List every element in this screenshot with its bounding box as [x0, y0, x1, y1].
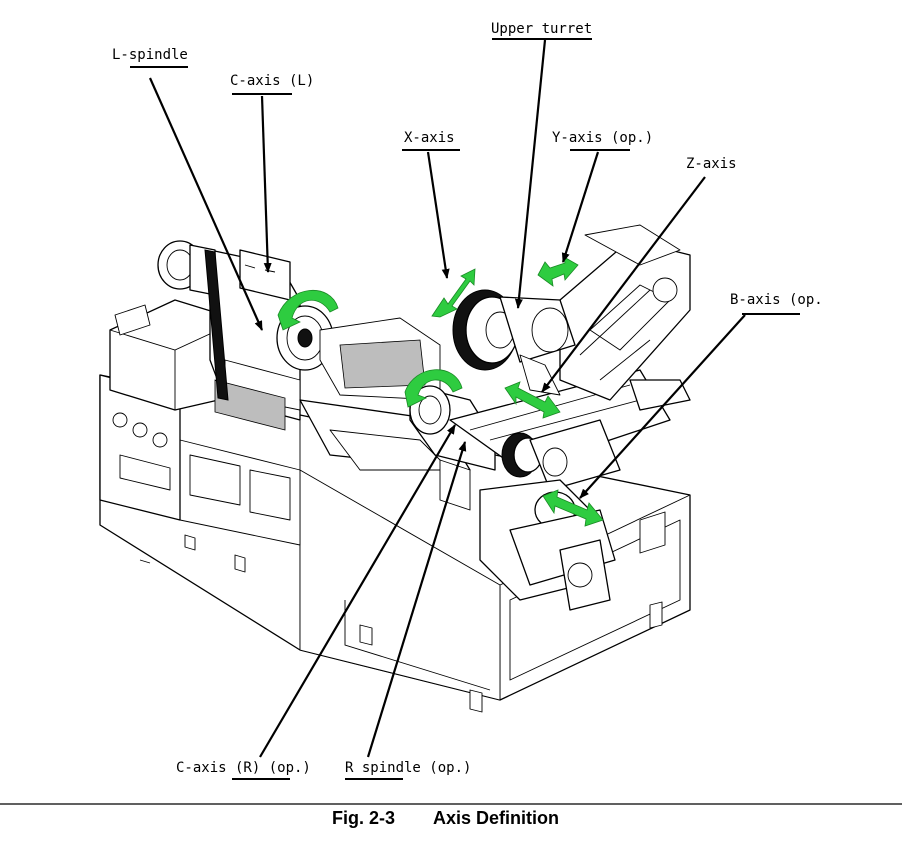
svg-text:Z-axis: Z-axis	[686, 156, 737, 172]
motion-arrows	[277, 256, 604, 527]
label-r-spindle: R spindle (op.)	[345, 760, 471, 780]
leader-x-axis	[426, 151, 450, 279]
leader-upper-turret	[514, 39, 547, 309]
svg-text:L-spindle: L-spindle	[112, 47, 188, 63]
svg-text:B-axis (op.: B-axis (op.	[730, 292, 823, 308]
c-axis-l-rotation-arrow	[277, 290, 339, 331]
label-c-axis-l: C-axis (L)	[230, 73, 314, 95]
b-axis-motion-arrow	[542, 489, 604, 527]
svg-text:Upper turret: Upper turret	[491, 21, 592, 37]
leader-r-spindle	[366, 441, 467, 758]
y-axis-motion-arrow	[537, 256, 579, 287]
label-z-axis: Z-axis	[686, 156, 737, 172]
label-l-spindle: L-spindle	[112, 47, 188, 68]
label-b-axis: B-axis (op.	[730, 292, 823, 315]
figure-title: Axis Definition	[433, 808, 559, 828]
leader-lines	[148, 39, 746, 758]
x-axis-motion-arrow	[431, 268, 476, 318]
leader-l-spindle	[148, 77, 264, 331]
svg-text:Y-axis (op.): Y-axis (op.)	[552, 130, 653, 146]
c-axis-r-rotation-arrow	[404, 369, 463, 408]
svg-text:C-axis (R) (op.): C-axis (R) (op.)	[176, 760, 311, 776]
label-upper-turret: Upper turret	[491, 21, 592, 40]
svg-text:X-axis: X-axis	[404, 130, 455, 146]
lathe-machine-drawing	[99, 224, 691, 713]
figure-number: Fig. 2-3	[332, 808, 395, 828]
leader-c-axis-r	[259, 424, 456, 758]
svg-text:R spindle (op.): R spindle (op.)	[345, 760, 471, 776]
label-c-axis-r: C-axis (R) (op.)	[176, 760, 311, 780]
label-y-axis: Y-axis (op.)	[552, 130, 653, 151]
leader-c-axis-l	[260, 95, 272, 273]
leader-b-axis	[579, 314, 746, 499]
svg-text:C-axis (L): C-axis (L)	[230, 73, 314, 89]
leader-z-axis	[541, 176, 706, 393]
label-x-axis: X-axis	[402, 130, 460, 151]
z-axis-motion-arrow	[504, 381, 561, 419]
leader-y-axis	[561, 151, 600, 263]
